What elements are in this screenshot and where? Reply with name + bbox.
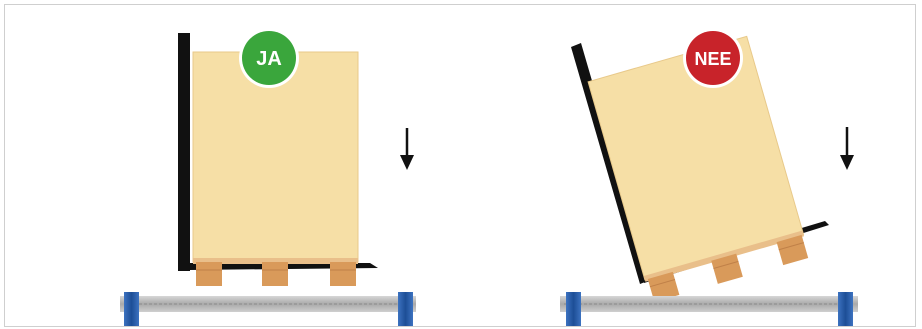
pallet-block (262, 262, 288, 286)
badge-ja-label: JA (256, 48, 282, 70)
pallet-deck (643, 230, 805, 282)
pallet-block (330, 262, 356, 286)
pallet-block (776, 234, 809, 266)
badge-nee: NEE (683, 28, 743, 88)
arrow-down-icon (400, 128, 414, 170)
pallet-block (711, 253, 743, 284)
fork-backrest (178, 33, 190, 271)
badge-nee-circle (686, 31, 740, 85)
pallet-deck (193, 258, 358, 264)
rack-beam (120, 292, 416, 326)
rack-upright (398, 292, 413, 326)
arrow-down-icon (840, 127, 854, 170)
pallet-block (196, 262, 222, 286)
badge-ja: JA (239, 28, 299, 88)
rack-upright (838, 292, 853, 326)
panel-incorrect: NEE (560, 28, 858, 326)
badge-nee-label: NEE (694, 49, 731, 69)
rack-upright (124, 292, 139, 326)
rack-beam (560, 292, 858, 326)
pallet-block (647, 271, 680, 303)
rack-upright (566, 292, 581, 326)
badge-ja-circle (242, 31, 296, 85)
panel-correct: JA (120, 28, 416, 326)
